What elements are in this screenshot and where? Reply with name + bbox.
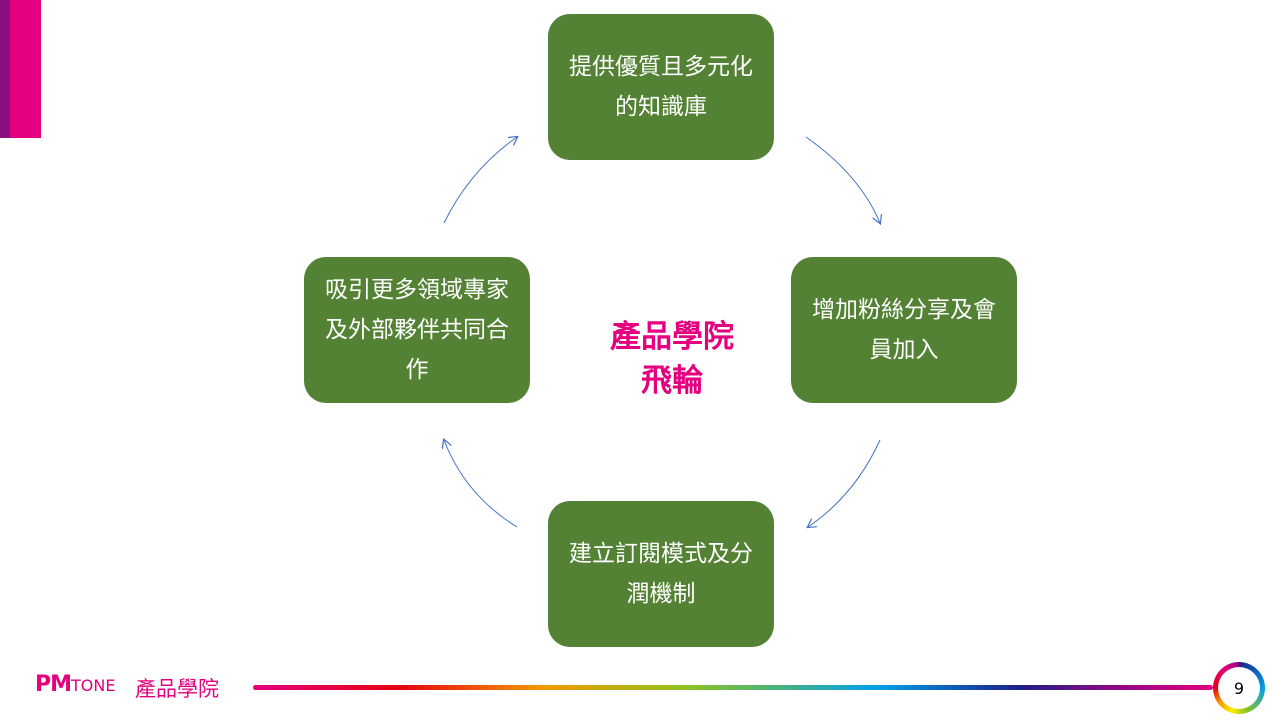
- box-subscription: 建立訂閱模式及分潤機制: [548, 501, 774, 647]
- flywheel-title: 產品學院 飛輪: [592, 315, 752, 403]
- flywheel-title-line2: 飛輪: [641, 363, 703, 399]
- box-partners: 吸引更多領域專家及外部夥伴共同合作: [304, 257, 530, 403]
- accent-bar-pink: [10, 0, 41, 138]
- pmtone-logo: PMTONE: [35, 672, 115, 697]
- box-knowledge-base: 提供優質且多元化的知識庫: [548, 14, 774, 160]
- logo-pm: PM: [35, 672, 72, 697]
- arrow-bottom-left: [444, 440, 518, 528]
- flywheel-title-line1: 產品學院: [610, 319, 734, 355]
- page-number: 9: [1218, 667, 1260, 709]
- arrow-top-right: [805, 136, 880, 223]
- footer-title: 產品學院: [135, 677, 219, 701]
- logo-tone: TONE: [71, 676, 116, 695]
- accent-bar-purple: [0, 0, 10, 138]
- arrow-left-top: [443, 137, 517, 224]
- arrow-right-bottom: [808, 439, 881, 527]
- rainbow-line: [253, 685, 1213, 690]
- box-fans-members: 增加粉絲分享及會員加入: [791, 257, 1017, 403]
- page-number-ring: 9: [1213, 662, 1265, 714]
